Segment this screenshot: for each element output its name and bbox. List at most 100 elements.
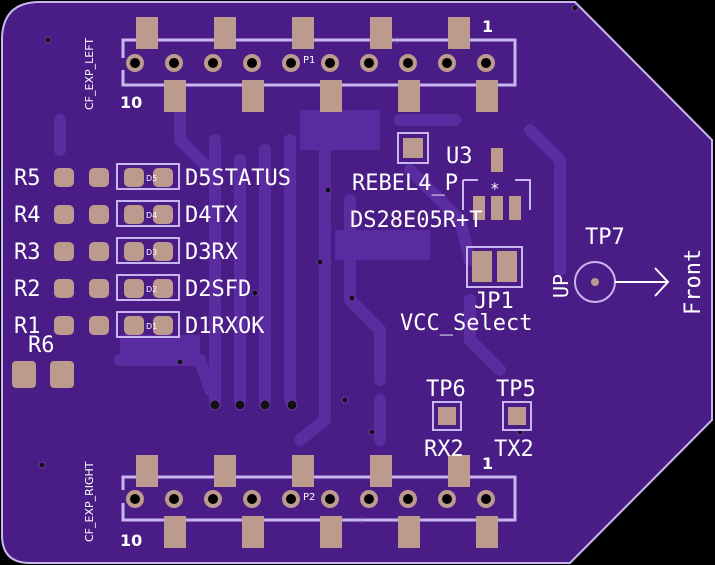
connector-p1-ref: P1 [303,55,315,66]
p2-hole [208,494,218,504]
connector-p2-ref: P2 [303,492,315,503]
jp1-ref: JP1 [474,289,514,314]
led-label: D2SFD [185,277,251,302]
p2-hole [130,494,140,504]
p1-pad [214,17,236,49]
led-pad [153,205,173,224]
p1-hole [130,58,140,68]
led-pad [153,168,173,187]
copper-pour [120,110,430,355]
testpoint-tp7: TP7 UP Front [549,225,706,315]
u3-pad [509,196,521,220]
p1-hole [169,58,179,68]
led-pad [124,205,144,224]
resistor-r6-pad [12,361,36,388]
tp5-pad [508,407,526,425]
led-label: D3RX [185,240,239,265]
testpoint-tp5: TP5 TX2 [494,377,536,462]
u3-pad [491,148,503,172]
via [571,4,579,12]
orientation-up: UP [549,274,573,298]
p2-pad [136,455,158,487]
resistor-pad [89,279,109,298]
resistor-label: R4 [14,203,41,228]
via [234,399,246,411]
p2-pad [214,455,236,487]
connector-p2: CF_EXP_RIGHT P2 1 10 [83,454,517,550]
tp6-outline [432,401,462,431]
via [348,294,356,302]
via [324,186,332,194]
front-arrow [615,267,670,297]
rebel-outline [397,132,429,164]
p1-pad [370,17,392,49]
rebel-label: REBEL4_P [352,171,458,196]
connector-p1-pin-first: 1 [482,17,493,36]
u3-ref: U3 [446,144,473,169]
connector-p2-pin-first: 1 [482,454,493,473]
led-label: D1RXOK [185,314,265,339]
p1-hole [286,58,296,68]
led-pad [153,316,173,335]
led-ref: D2 [146,285,157,294]
led-ref: D5 [146,174,157,183]
resistor-pad [89,168,109,187]
resistor-label: R1 [14,314,41,339]
copper-traces [54,104,566,446]
led-pad [124,316,144,335]
p2-pad [448,455,470,487]
p2-hole [286,494,296,504]
p1-pad [320,80,342,112]
p2-pad [242,516,264,548]
p2-pad [164,516,186,548]
rebel-pad [403,138,423,158]
led-ref: D4 [146,211,157,220]
resistor-pad [54,168,74,187]
led-outline [116,200,180,227]
via [44,36,52,44]
led-outline [116,311,180,338]
jumper-jp1: JP1 VCC_Select [400,246,532,336]
connector-p1-pin-last: 10 [120,93,142,112]
p1-pad [398,80,420,112]
connector-p1: CF_EXP_LEFT P1 1 10 [83,17,517,112]
p1-pad [164,80,186,112]
led-row: R4 D4 D4TX [14,200,239,228]
u3-mark: * [490,179,500,198]
led-pad [124,168,144,187]
led-pad [153,242,173,261]
p1-pad [448,17,470,49]
p1-hole [325,58,335,68]
via [251,289,259,297]
u3-pad [473,196,485,220]
tp5-outline [502,401,532,431]
jp1-value: VCC_Select [400,311,532,336]
resistor-pad [89,242,109,261]
resistor-r6-pad [50,361,74,388]
p2-pad [292,455,314,487]
ic-u3: U3 * DS28E05R+T [350,144,531,233]
resistor-pad [54,242,74,261]
rebel-footprint: REBEL4_P [352,132,458,196]
p1-pad [292,17,314,49]
led-pad [153,279,173,298]
via [209,399,221,411]
u3-value: DS28E05R+T [350,208,482,233]
resistor-label: R2 [14,277,41,302]
p1-pad [242,80,264,112]
led-label: D4TX [185,203,239,228]
p2-hole [325,494,335,504]
p2-pad [476,516,498,548]
connector-p2-pin-last: 10 [120,531,142,550]
via [176,358,184,366]
tp7-pad [591,278,599,286]
via [341,396,349,404]
p1-pad [476,80,498,112]
resistor-pad [89,316,109,335]
via [259,399,271,411]
jp1-outline [466,246,523,288]
p2-hole [247,494,257,504]
